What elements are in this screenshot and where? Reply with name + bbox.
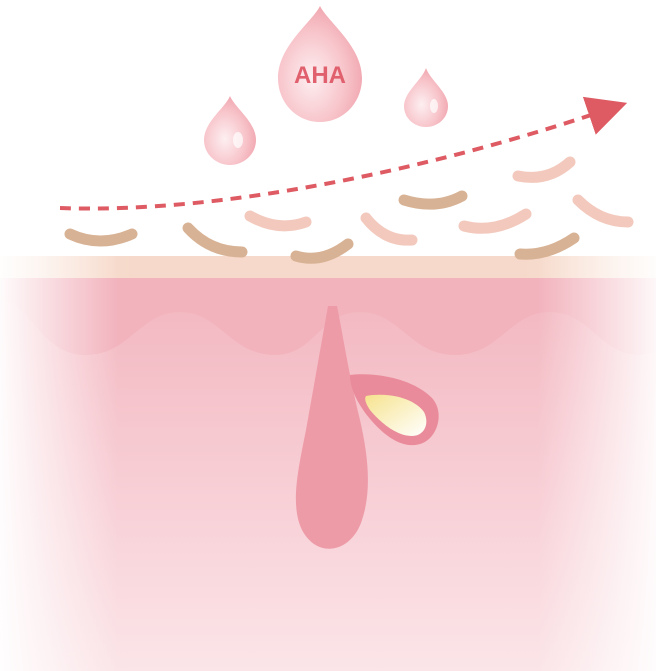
flake-3 — [250, 216, 306, 226]
flake-8 — [520, 238, 574, 254]
flake-1 — [70, 234, 132, 241]
small-drop-right — [404, 68, 448, 127]
flake-9 — [518, 162, 570, 177]
exfoliation-arrow — [60, 108, 612, 209]
aha-droplets: AHA — [204, 6, 448, 165]
flake-5 — [366, 218, 412, 240]
flake-10 — [578, 200, 628, 222]
aha-label: AHA — [294, 62, 346, 89]
small-drop-left-highlight — [233, 132, 243, 148]
dead-skin-flakes — [70, 162, 628, 258]
small-drop-left — [204, 96, 256, 165]
flake-6 — [404, 196, 462, 204]
flake-7 — [464, 214, 526, 228]
small-drop-right-highlight — [430, 99, 438, 113]
flake-2 — [188, 228, 242, 252]
